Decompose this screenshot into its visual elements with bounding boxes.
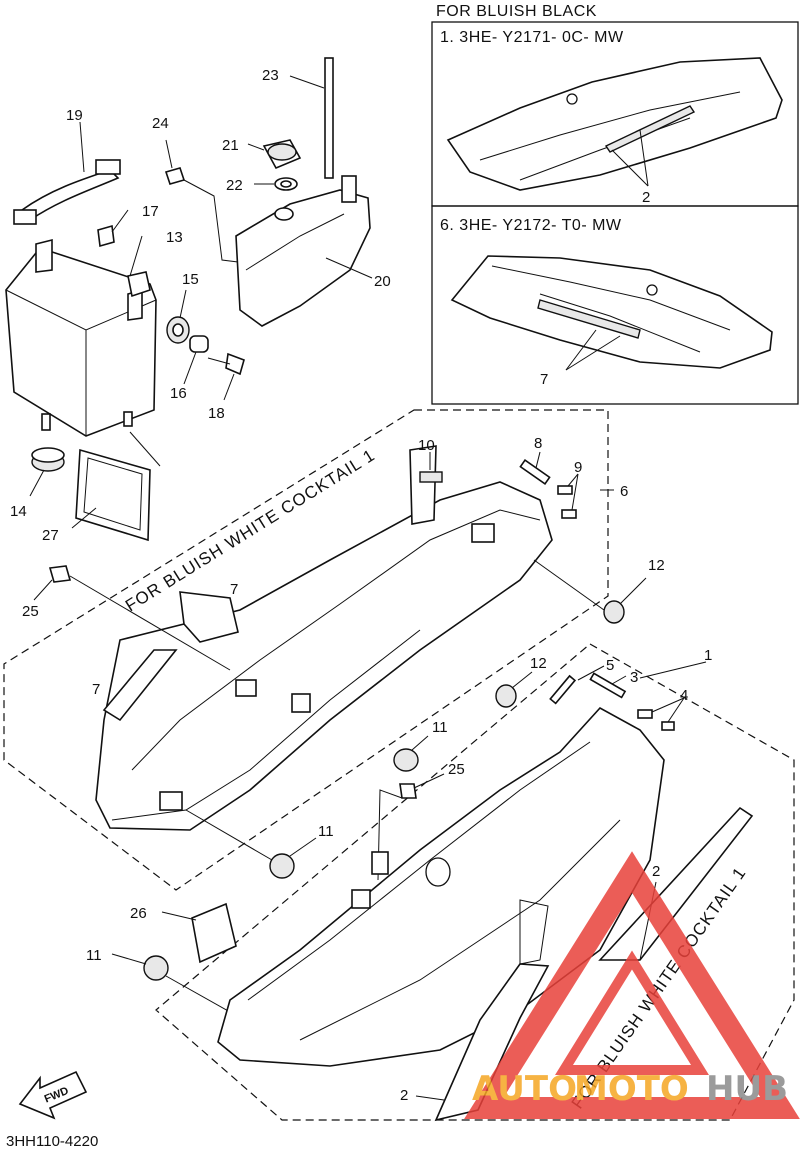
callout-11b: 11 [318,823,334,840]
clip-4a [637,709,653,719]
clip-17 [97,224,115,248]
callout-7b: 7 [92,681,100,698]
grommet-12b [495,684,517,708]
watermark-inner-triangle [555,950,709,1075]
clip-4b [661,721,675,731]
callout-12b: 12 [530,655,547,672]
callout-11a: 11 [432,719,448,736]
watermark-hub: HUB [706,1069,788,1109]
panel-bottom-frame [431,205,799,405]
damper-10 [419,471,443,483]
callout-23: 23 [262,67,279,84]
panel-top-cover-sketch: 2 [446,57,783,206]
callout-17: 17 [142,203,159,220]
callout-1: 1 [704,647,712,664]
watermark-auto: AUTO [472,1069,577,1109]
screw-24 [164,167,186,185]
label-26 [191,902,237,964]
callout-3: 3 [630,669,638,686]
callout-26: 26 [130,905,147,922]
collar-16 [189,335,209,353]
panel-bottom-callout: 7 [540,371,548,388]
grommet-11c [143,955,169,981]
callout-20: 20 [374,273,391,290]
left-cover-group-outline [3,409,609,891]
callout-16: 16 [170,385,187,402]
color-variant-panels: FOR BLUISH BLACK 1. 3HE- Y2171- 0C- MW 6… [431,3,799,405]
plate-27 [75,448,151,542]
right-side-cover [217,706,754,1122]
screw-25a [48,565,72,583]
strip-5 [549,674,577,705]
strip-3 [589,672,627,699]
fwd-arrow: FWD [18,1070,88,1120]
bracket-13 [127,271,151,298]
callout-19: 19 [66,107,83,124]
diagram-code: 3HH110-4220 [6,1133,98,1150]
callout-6: 6 [620,483,628,500]
callout-18: 18 [208,405,225,422]
callout-7a: 7 [230,581,238,598]
callout-4: 4 [680,687,688,704]
watermark-moto: MOTO [574,1069,689,1109]
callout-24: 24 [152,115,169,132]
clip-8 [519,459,551,485]
callout-22: 22 [226,177,243,194]
callout-15: 15 [182,271,199,288]
panel-top-callout: 2 [642,189,650,206]
watermark-triangle [464,851,800,1119]
panel-bottom-cover-sketch: 7 [450,255,773,388]
callout-numbers: 1 2 2 3 4 5 6 7 7 8 9 10 11 11 11 12 12 … [10,67,712,1104]
watermark-logo: AUTO MOTO HUB [464,851,800,1119]
reservoir-tank-20 [235,189,371,327]
clip-9a [557,485,573,495]
panel-header: FOR BLUISH BLACK [436,3,597,20]
callout-9: 9 [574,459,582,476]
cover-tab-7 [179,591,239,643]
left-side-cover [95,445,553,831]
callout-21: 21 [222,137,239,154]
right-cover-group-outline [155,643,795,1121]
callout-10: 10 [418,437,435,454]
callout-13: 13 [166,229,183,246]
grommet-11a [393,748,419,772]
panel-bottom-code: 6. 3HE- Y2172- T0- MW [440,217,622,234]
grommet-11b [269,853,295,879]
battery-box [5,238,157,437]
panel-top-code: 1. 3HE- Y2171- 0C- MW [440,29,624,46]
battery-strap [13,121,121,225]
upper-parts-group [5,57,373,542]
callout-25a: 25 [22,603,39,620]
hose-23 [324,57,334,179]
grommet-12a [603,600,625,624]
callout-2a: 2 [652,863,660,880]
callout-25b: 25 [448,761,465,778]
callout-5: 5 [606,657,614,674]
callout-27: 27 [42,527,59,544]
clip-9b [561,509,577,519]
callout-2b: 2 [400,1087,408,1104]
callout-8: 8 [534,435,542,452]
callout-12a: 12 [648,557,665,574]
callout-11c: 11 [86,947,102,964]
screw-25b [399,783,417,799]
callout-14: 14 [10,503,27,520]
